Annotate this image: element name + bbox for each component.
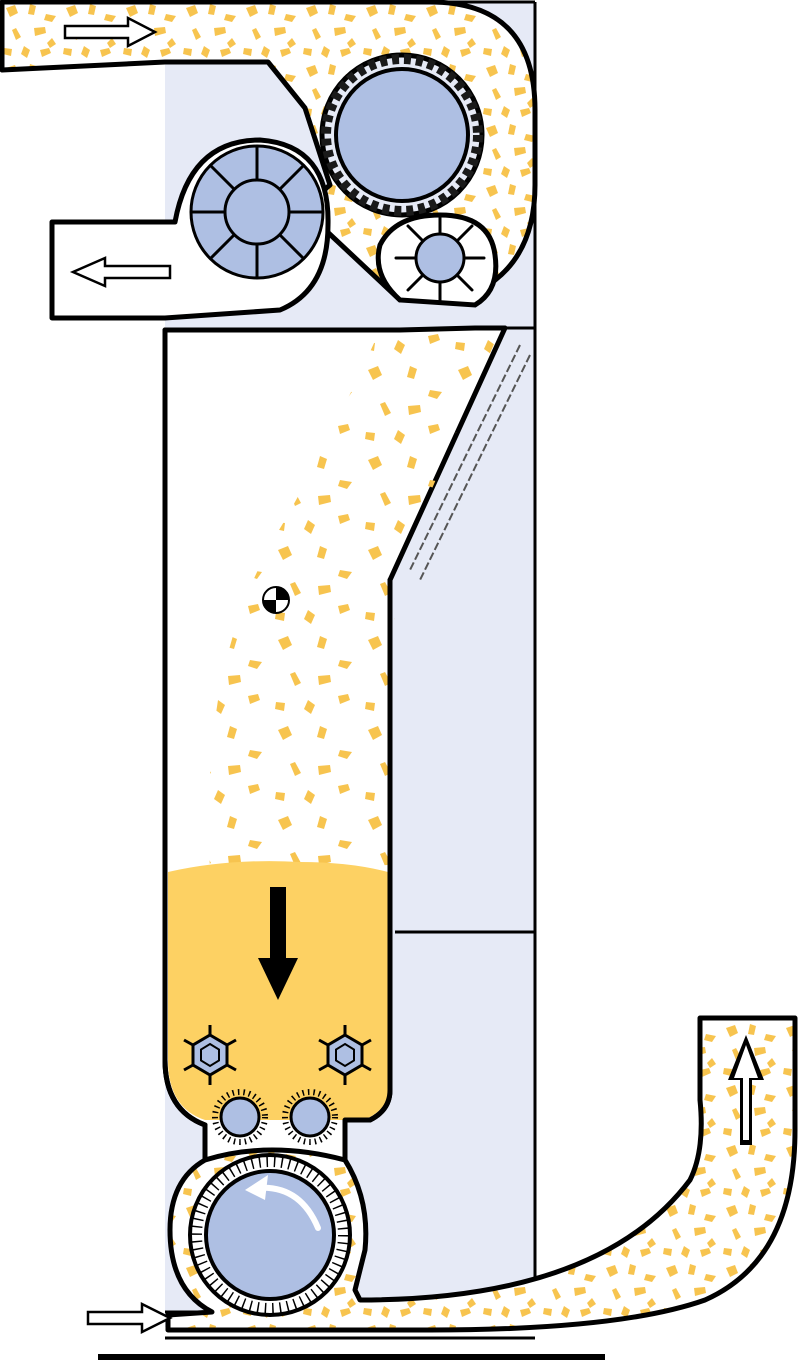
fiber-cloud	[208, 330, 500, 870]
arrow-up-outline-icon	[728, 1035, 764, 1145]
arrow-left-outline-icon	[69, 256, 172, 288]
rotating-cylinder-icon	[188, 1153, 352, 1317]
spiked-roller-icon	[212, 1089, 338, 1145]
beater-icon	[375, 212, 499, 308]
condenser-drum	[319, 52, 485, 218]
arrow-right-outline-icon	[63, 15, 158, 49]
level-sensor-icon	[262, 586, 290, 614]
sight-glass	[409, 344, 531, 581]
hexagon-roll-icon	[183, 1025, 372, 1085]
chute-outline-overlay	[162, 327, 393, 1183]
fan-icon	[189, 144, 325, 280]
air-inlet-arrow-icon	[86, 1301, 173, 1335]
arrow-down-solid-icon	[258, 887, 298, 1000]
